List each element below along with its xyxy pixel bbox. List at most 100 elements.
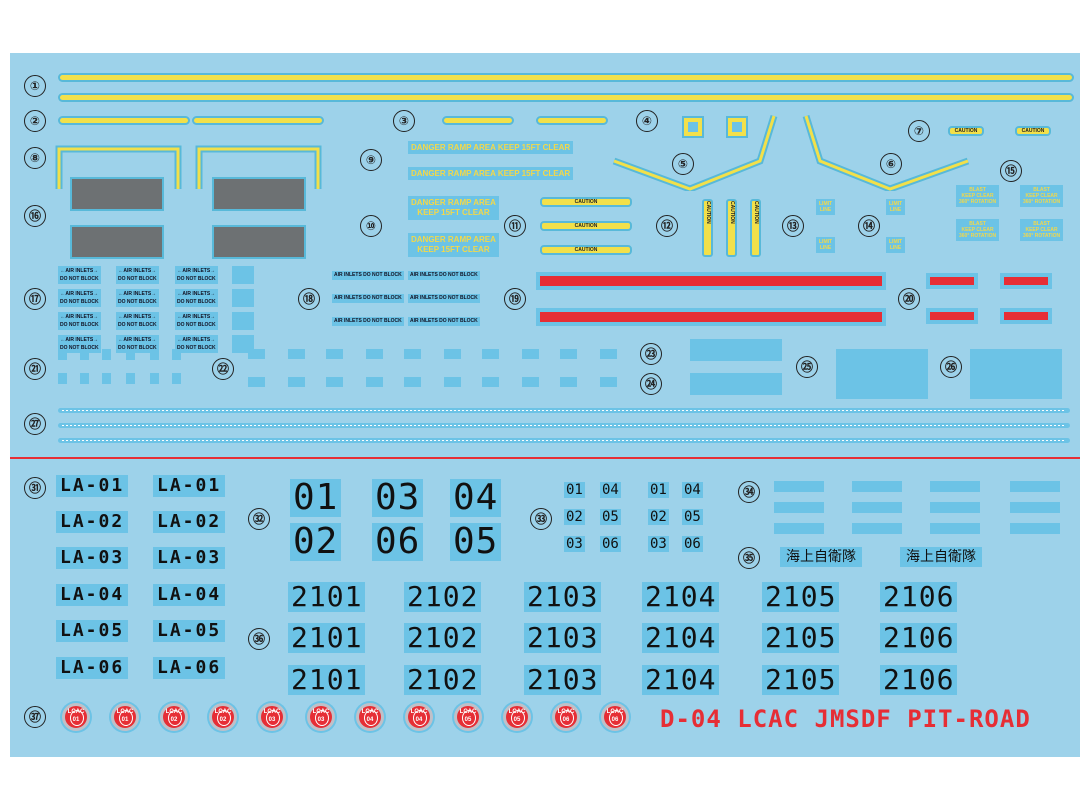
panel-25 xyxy=(836,349,928,399)
caution-7a: CAUTION xyxy=(948,126,984,136)
la-label: LA-01 xyxy=(56,475,129,497)
la-label: LA-06 xyxy=(153,657,226,679)
decal-number-4: ④ xyxy=(636,110,658,132)
dotted-line-27a xyxy=(58,408,1070,413)
bracket-8a xyxy=(55,145,182,189)
la-label: LA-05 xyxy=(56,620,129,642)
hull-number: 2104 xyxy=(642,623,720,653)
decal-number-15: ⑮ xyxy=(1000,160,1022,182)
roundel-ring xyxy=(70,710,84,726)
small-text-decal xyxy=(930,502,980,513)
decal-number-9: ⑨ xyxy=(360,149,382,171)
caution-12a: CAUTION xyxy=(702,199,713,257)
decal-number-16: ⑯ xyxy=(24,205,46,227)
decal-number-19: ⑲ xyxy=(504,288,526,310)
decal-number-26: ㉖ xyxy=(940,356,962,378)
stripe-3a xyxy=(442,116,514,125)
small-decal-21 xyxy=(58,349,67,360)
small-decal-22 xyxy=(560,377,577,387)
air-inlet-decal-small xyxy=(232,266,254,284)
stripe-1b xyxy=(58,93,1074,102)
small-decal-21 xyxy=(80,349,89,360)
panel-23 xyxy=(690,339,782,361)
roundel-ring xyxy=(462,710,476,726)
decal-number-35: ㉟ xyxy=(738,547,760,569)
small-text-decal xyxy=(1010,481,1060,492)
decal-number-37: ㊲ xyxy=(24,706,46,728)
air-inlet-decal: ←AIR INLETS→DO NOT BLOCK xyxy=(58,266,101,284)
red-piece-20c xyxy=(926,308,978,324)
la-label: LA-06 xyxy=(56,657,129,679)
decal-number-23: ㉓ xyxy=(640,343,662,365)
small-decal-22 xyxy=(248,349,265,359)
air-inlet-decal: ←AIR INLETS→DO NOT BLOCK xyxy=(175,312,218,330)
air-inlet-oneline: AIR INLETS DO NOT BLOCK xyxy=(332,271,404,280)
decal-number-2: ② xyxy=(24,110,46,132)
roundel-ring xyxy=(609,710,623,726)
decal-number-13: ⑬ xyxy=(782,215,804,237)
jmsdf-text-1: 海上自衛隊 xyxy=(780,547,862,567)
big-number: 01 xyxy=(290,479,342,517)
dotted-line-27c xyxy=(58,438,1070,443)
big-number: 04 xyxy=(450,479,502,517)
small-decal-22 xyxy=(522,377,539,387)
red-piece-20a xyxy=(926,273,978,289)
air-inlet-decal: ←AIR INLETS→DO NOT BLOCK xyxy=(175,266,218,284)
jmsdf-text-2: 海上自衛隊 xyxy=(900,547,982,567)
red-piece-20d xyxy=(1000,308,1052,324)
small-decal-21 xyxy=(58,373,67,384)
caution-12c: CAUTION xyxy=(750,199,761,257)
small-text-decal xyxy=(930,481,980,492)
small-text-decal xyxy=(774,523,824,534)
roundel-ring xyxy=(511,710,525,726)
small-decal-22 xyxy=(288,349,305,359)
small-decal-21 xyxy=(172,373,181,384)
air-inlet-decal: ←AIR INLETS→DO NOT BLOCK xyxy=(175,289,218,307)
panel-26 xyxy=(970,349,1062,399)
small-text-decal xyxy=(852,523,902,534)
air-inlet-oneline: AIR INLETS DO NOT BLOCK xyxy=(332,317,404,326)
hull-number: 2106 xyxy=(880,623,958,653)
air-inlet-decal: ←AIR INLETS→DO NOT BLOCK xyxy=(116,312,159,330)
grey-panel-3 xyxy=(70,225,164,259)
hull-number: 2105 xyxy=(762,665,840,695)
decal-number-27: ㉗ xyxy=(24,413,46,435)
small-decal-21 xyxy=(102,349,111,360)
small-decal-21 xyxy=(80,373,89,384)
small-text-decal xyxy=(774,481,824,492)
small-decal-21 xyxy=(150,349,159,360)
decal-number-20: ⑳ xyxy=(898,288,920,310)
small-decal-22 xyxy=(326,377,343,387)
small-decal-22 xyxy=(444,349,461,359)
small-decal-22 xyxy=(248,377,265,387)
decal-number-3: ③ xyxy=(393,110,415,132)
small-decal-22 xyxy=(522,349,539,359)
grey-panel-2 xyxy=(212,177,306,211)
roundel-ring xyxy=(168,710,182,726)
decal-number-5: ⑤ xyxy=(672,153,694,175)
small-decal-22 xyxy=(366,377,383,387)
decal-number-24: ㉔ xyxy=(640,373,662,395)
decal-number-32: ㉜ xyxy=(248,508,270,530)
big-number: 02 xyxy=(290,523,342,561)
hull-number: 2105 xyxy=(762,582,840,612)
roundel-ring xyxy=(266,710,280,726)
hull-number: 2103 xyxy=(524,623,602,653)
air-inlet-decal-small xyxy=(232,312,254,330)
big-number: 05 xyxy=(450,523,502,561)
hull-number: 2101 xyxy=(288,582,366,612)
decal-number-8: ⑧ xyxy=(24,147,46,169)
hull-number: 2101 xyxy=(288,665,366,695)
small-decal-21 xyxy=(126,373,135,384)
la-label: LA-04 xyxy=(56,584,129,606)
medium-number: 02 xyxy=(648,509,669,525)
small-decal-22 xyxy=(366,349,383,359)
small-text-decal xyxy=(930,523,980,534)
air-inlet-decal-small xyxy=(232,289,254,307)
small-text-decal xyxy=(1010,523,1060,534)
